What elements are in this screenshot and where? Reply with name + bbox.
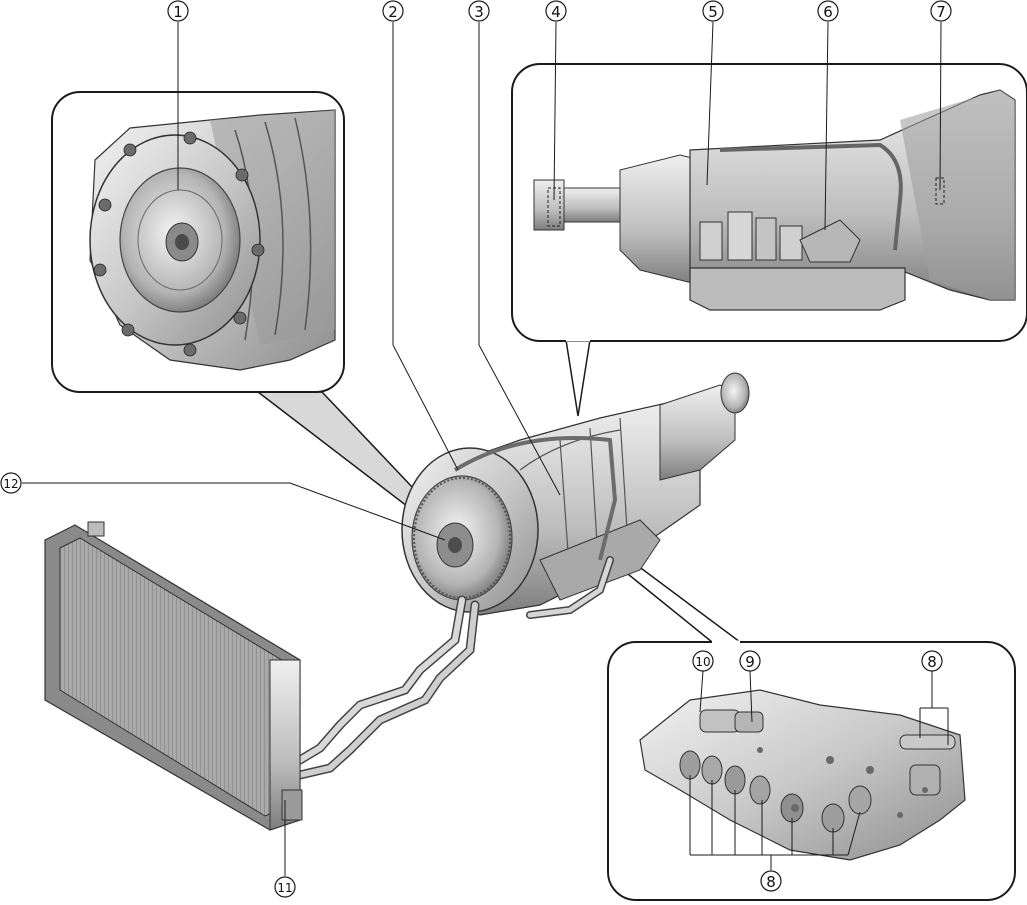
inset-pointer-2 [565,339,591,417]
valve-details [757,747,928,818]
inset-pointer-1 [255,391,434,517]
hub-center [175,234,189,250]
callout-7: 7 [930,0,952,22]
callout-11: 11 [274,876,296,898]
extension-housing-main [659,384,736,481]
transmission-side-view-inset [511,63,1027,417]
side-solenoids [699,211,861,263]
callout-3: 3 [468,0,490,22]
automatic-transmission-assembly [401,372,750,616]
radiator-cap [87,521,105,537]
leader-4 [553,21,557,201]
leader-9 [749,670,753,723]
callout-8-bottom-label: 8 [766,873,776,891]
control-valve-body-inset [607,559,1016,901]
leader-bracket-8-bottom [689,775,861,870]
leader-3 [478,22,561,496]
leader-6 [824,21,829,231]
callout-5: 5 [702,0,724,22]
side-cooler-line [719,142,903,251]
callout-9-label: 9 [745,653,755,671]
output-flange-main [720,372,750,414]
callout-6-label: 6 [823,3,833,21]
callout-2-label: 2 [388,3,398,21]
callout-6: 6 [817,0,839,22]
inset-pointer-3 [616,559,743,643]
callout-10: 10 [692,650,714,672]
leader-2 [392,22,459,471]
callout-8-bottom: 8 [760,870,782,892]
case-cooler-tube [453,436,618,561]
detail-7-marker [935,177,945,205]
valve-solenoids [679,709,956,833]
callout-1-label: 1 [173,3,183,21]
callout-7-label: 7 [936,3,946,21]
leader-10 [699,670,704,713]
output-shaft-housing [563,187,625,223]
leader-7 [939,21,942,191]
oil-pan [689,267,906,311]
flange-bolts [93,131,265,357]
leader-lines [22,21,942,876]
callout-3-label: 3 [474,3,484,21]
callout-5-label: 5 [708,3,718,21]
leader-bracket-8-top [919,671,949,745]
callout-12: 12 [0,472,22,494]
callout-9: 9 [739,650,761,672]
torque-converter-inset [51,91,434,517]
drive-plate-center [448,537,462,553]
callout-8-top: 8 [921,650,943,672]
callout-4: 4 [545,0,567,22]
callout-10-label: 10 [695,655,710,669]
callout-11-label: 11 [277,881,292,895]
callout-4-label: 4 [551,3,561,21]
callout-2: 2 [382,0,404,22]
oil-cooler-radiator [44,521,303,831]
leader-12 [22,482,446,541]
callout-1: 1 [167,0,189,22]
disc-ring [137,189,223,291]
callout-8-top-label: 8 [927,653,937,671]
cooler-pipes [295,556,614,780]
callout-12-label: 12 [3,477,18,491]
bell-housing-side [900,90,1015,300]
radiator-fitting [281,789,303,821]
leader-5 [706,21,714,186]
